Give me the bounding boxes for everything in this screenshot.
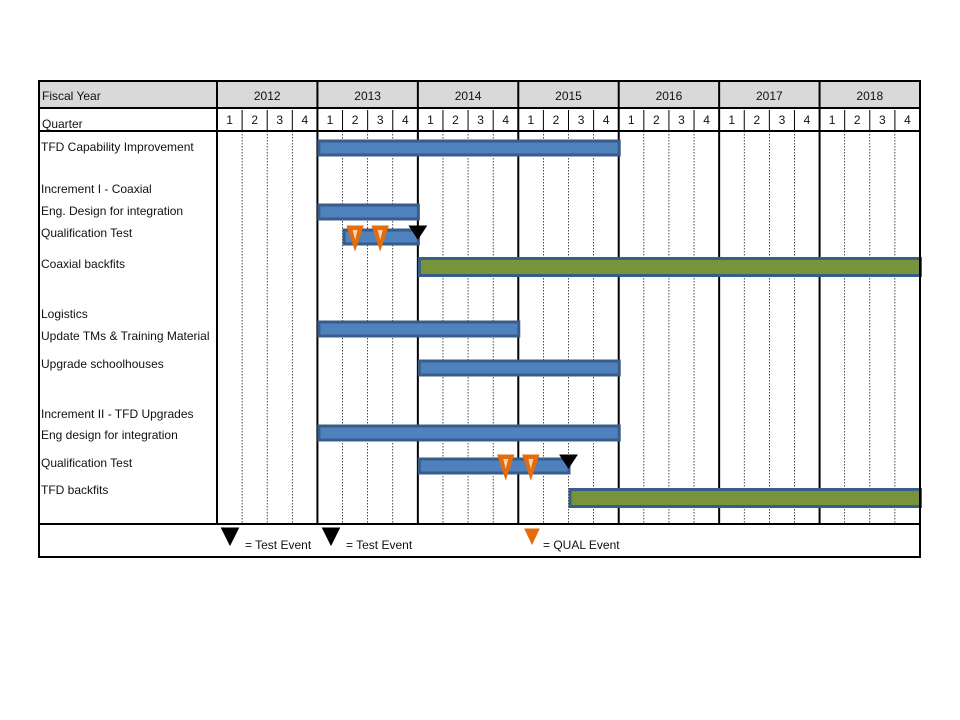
row-label-tfd-backfits: TFD backfits <box>41 483 108 497</box>
year-label: 2016 <box>656 89 683 103</box>
fiscal-year-header-bg <box>39 81 920 108</box>
fiscal-year-label: Fiscal Year <box>42 89 101 103</box>
quarter-number: 4 <box>502 113 509 127</box>
quarter-number: 3 <box>779 113 786 127</box>
quarter-number: 3 <box>377 113 384 127</box>
legend-test-marker <box>321 527 341 547</box>
task-bar <box>417 257 922 277</box>
row-label-tfd-capability-improvement: TFD Capability Improvement <box>41 140 194 154</box>
row-label-increment-i-coaxial: Increment I - Coaxial <box>41 182 152 196</box>
quarter-number: 1 <box>829 113 836 127</box>
quarter-number: 3 <box>477 113 484 127</box>
year-label: 2014 <box>455 89 482 103</box>
quarter-number: 4 <box>904 113 911 127</box>
quarter-number: 3 <box>678 113 685 127</box>
quarter-label: Quarter <box>42 117 83 131</box>
quarter-number: 1 <box>728 113 735 127</box>
year-label: 2015 <box>555 89 582 103</box>
qual-event-marker-highlight <box>377 230 383 240</box>
row-label-eng-design-integration-1: Eng. Design for integration <box>41 204 183 218</box>
quarter-number: 2 <box>553 113 560 127</box>
quarter-number: 3 <box>879 113 886 127</box>
row-label-increment-ii-tfd-upgrades: Increment II - TFD Upgrades <box>41 407 194 421</box>
task-bar <box>417 359 621 377</box>
row-label-qualification-test-2: Qualification Test <box>41 456 133 470</box>
year-label: 2013 <box>354 89 381 103</box>
year-label: 2018 <box>856 89 883 103</box>
quarter-number: 3 <box>276 113 283 127</box>
test-event-marker <box>559 454 578 469</box>
legend-label: = Test Event <box>245 538 312 552</box>
quarter-number: 4 <box>302 113 309 127</box>
legend-label: = Test Event <box>346 538 413 552</box>
quarter-number: 2 <box>352 113 359 127</box>
legend-test-marker <box>220 527 240 547</box>
legend-label: = QUAL Event <box>543 538 620 552</box>
quarter-number: 1 <box>427 113 434 127</box>
row-label-update-tms: Update TMs & Training Material <box>41 329 210 343</box>
task-bar <box>568 488 922 508</box>
quarter-number: 4 <box>804 113 811 127</box>
quarter-number: 2 <box>452 113 459 127</box>
quarter-number: 1 <box>527 113 534 127</box>
table-frame <box>38 80 921 558</box>
row-label-qualification-test-1: Qualification Test <box>41 226 133 240</box>
year-label: 2017 <box>756 89 783 103</box>
quarter-number: 4 <box>402 113 409 127</box>
legend-qual-marker <box>524 528 540 546</box>
quarter-number: 2 <box>854 113 861 127</box>
timeline-header: 2012 1 2 3 4 2013 1 2 3 4 2014 1 2 3 4 2015 1 2 3 4 2016 1 2 3 4… <box>226 89 911 127</box>
quarter-number: 2 <box>753 113 760 127</box>
task-bar <box>317 424 621 442</box>
row-label-eng-design-integration-2: Eng design for integration <box>41 428 178 442</box>
quarter-number: 1 <box>628 113 635 127</box>
quarter-number: 4 <box>603 113 610 127</box>
task-bar <box>417 457 571 475</box>
task-bar <box>317 139 621 157</box>
quarter-number: 1 <box>327 113 334 127</box>
quarter-number: 2 <box>251 113 258 127</box>
row-label-logistics: Logistics <box>41 307 88 321</box>
task-bar <box>317 320 521 338</box>
test-event-marker <box>408 225 428 240</box>
year-label: 2012 <box>254 89 281 103</box>
qual-event-marker-highlight <box>352 230 358 240</box>
row-label-coaxial-backfits: Coaxial backfits <box>41 257 125 271</box>
quarter-number: 1 <box>226 113 233 127</box>
row-label-upgrade-schoolhouses: Upgrade schoolhouses <box>41 357 164 371</box>
quarter-number: 3 <box>578 113 585 127</box>
quarter-number: 4 <box>703 113 710 127</box>
qual-event-marker-highlight <box>503 459 509 469</box>
event-markers <box>346 225 578 481</box>
row-labels: TFD Capability Improvement Increment I -… <box>41 140 210 497</box>
qual-event-marker-highlight <box>528 459 534 469</box>
task-bar <box>317 203 420 221</box>
quarter-number: 2 <box>653 113 660 127</box>
legend: = Test Event = Test Event = QUAL Event <box>220 527 620 552</box>
